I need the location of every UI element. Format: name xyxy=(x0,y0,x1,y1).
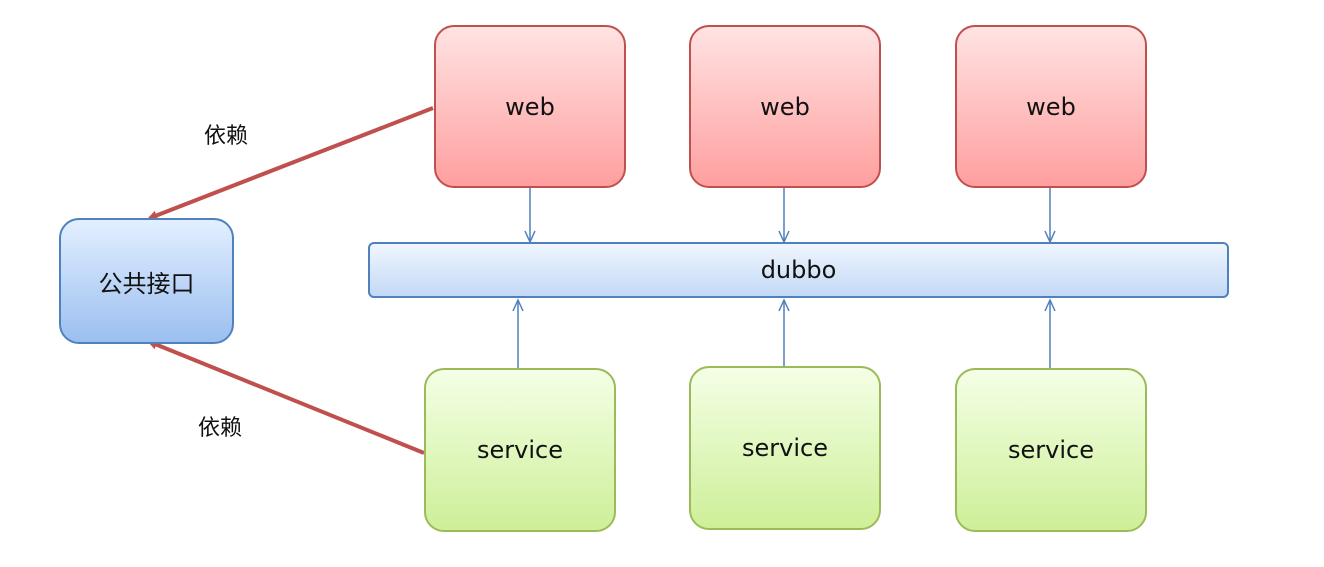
web-dependency-arrow xyxy=(147,106,434,221)
web-node-label: web xyxy=(760,92,810,121)
service-node-1: service xyxy=(424,368,616,532)
service-node-label: service xyxy=(477,436,563,464)
service-node-3: service xyxy=(955,368,1147,532)
service-node-2: service xyxy=(689,366,881,530)
dubbo-label: dubbo xyxy=(760,256,837,284)
web-dependency-label: 依赖 xyxy=(204,124,249,149)
service-node-label: service xyxy=(742,434,828,462)
service-dependency-arrow xyxy=(147,339,425,455)
web-node-label: web xyxy=(505,92,555,121)
dubbo-bus: dubbo xyxy=(368,242,1229,298)
service-node-label: service xyxy=(1008,436,1094,464)
web-node-label: web xyxy=(1026,92,1076,121)
web-node-1: web xyxy=(434,25,626,188)
common-interface-label: 公共接口 xyxy=(98,269,195,298)
web-node-2: web xyxy=(689,25,881,188)
web-node-3: web xyxy=(955,25,1147,188)
common-interface-node: 公共接口 xyxy=(59,218,234,344)
service-dependency-label: 依赖 xyxy=(198,416,243,441)
